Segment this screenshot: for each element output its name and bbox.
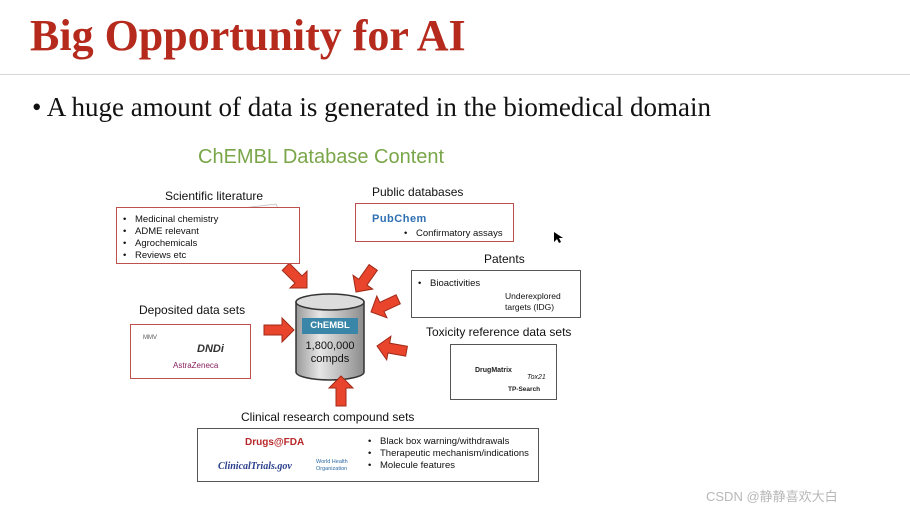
list-clinical-research: Black box warning/withdrawals Therapeuti…	[368, 436, 529, 472]
list-item: Medicinal chemistry	[123, 214, 218, 226]
bindingdb-logo: BindingDB	[428, 299, 462, 306]
tp-search-logo: TP-Search	[508, 386, 541, 393]
list-item: Bioactivities	[418, 278, 480, 290]
mouse-cursor-icon	[554, 232, 563, 243]
list-public-databases: Confirmatory assays	[404, 228, 503, 240]
drugmatrix-logo: DrugMatrix	[475, 367, 512, 374]
idg-note-line1: Underexplored	[505, 291, 561, 301]
list-item: Therapeutic mechanism/indications	[368, 448, 529, 460]
drugs-at-fda-logo: Drugs@FDA	[245, 437, 305, 448]
mmv-logo: MMV	[143, 335, 157, 341]
box-deposited-data-sets: MMV DNDi gsk AstraZeneca	[130, 324, 251, 379]
idg-note-line2: targets (IDG)	[505, 302, 555, 312]
pubchem-logo: PubChem	[372, 213, 427, 225]
label-public-databases: Public databases	[372, 185, 464, 199]
box-public-databases: PubChem Confirmatory assays	[355, 203, 514, 242]
box-toxicity-reference-data-sets: Open TG-GATEs DrugMatrix Tox21 FDA TP-Se…	[450, 344, 557, 400]
list-item: Confirmatory assays	[404, 228, 503, 240]
arrow-from-patents	[370, 294, 401, 319]
clinicaltrials-gov-logo: ClinicalTrials.gov	[218, 461, 292, 472]
arrow-from-literature	[281, 262, 308, 289]
who-logo: World Health Organization	[316, 459, 348, 472]
list-patents: Bioactivities	[418, 278, 480, 290]
label-clinical-research-compound-sets: Clinical research compound sets	[241, 410, 415, 424]
figure-title: ChEMBL Database Content	[198, 146, 445, 168]
title-divider	[0, 74, 910, 75]
compound-count: 1,800,000	[305, 340, 355, 352]
fda-logo: FDA	[478, 384, 497, 394]
dndi-logo: DNDi	[197, 343, 224, 355]
list-item: Molecule features	[368, 460, 529, 472]
chembl-logo: ChEMBL	[302, 318, 358, 334]
label-toxicity-reference-data-sets: Toxicity reference data sets	[426, 325, 572, 339]
list-scientific-literature: Medicinal chemistry ADME relevant Agroch…	[123, 214, 218, 262]
usan-logo: USAN	[315, 442, 329, 448]
bullet-marker: •	[32, 92, 42, 122]
database-cylinder-icon	[295, 293, 365, 381]
label-patents: Patents	[484, 252, 525, 266]
csdn-watermark: CSDN @静静喜欢大白	[706, 489, 838, 504]
bullet-point: • A huge amount of data is generated in …	[32, 92, 711, 123]
list-item: Reviews etc	[123, 250, 218, 262]
gsk-logo: gsk	[150, 356, 166, 366]
arrow-from-public-databases	[352, 263, 378, 293]
list-item: Agrochemicals	[123, 238, 218, 250]
label-scientific-literature: Scientific literature	[165, 189, 264, 203]
arrow-from-clinical	[327, 375, 355, 407]
box-patents: Bioactivities BindingDB Underexplored ta…	[411, 270, 581, 318]
idg-note: Underexplored targets (IDG)	[505, 291, 561, 313]
astrazeneca-logo: AstraZeneca	[173, 361, 219, 370]
slide-title: Big Opportunity for AI	[30, 11, 466, 60]
list-item: ADME relevant	[123, 226, 218, 238]
box-clinical-research-compound-sets: Drugs@FDA USAN ClinicalTrials.gov World …	[197, 428, 539, 482]
bullet-text: A huge amount of data is generated in th…	[46, 92, 712, 122]
box-scientific-literature: Medicinal chemistry ADME relevant Agroch…	[116, 207, 300, 264]
open-tg-gates-logo: Open TG-GATEs	[458, 353, 500, 359]
list-item: Black box warning/withdrawals	[368, 436, 529, 448]
arrow-from-toxicity	[376, 335, 408, 362]
compound-unit: compds	[310, 353, 350, 365]
arrow-from-deposited	[263, 316, 295, 344]
label-deposited-data-sets: Deposited data sets	[139, 303, 246, 317]
tox21-logo: Tox21	[527, 374, 546, 381]
